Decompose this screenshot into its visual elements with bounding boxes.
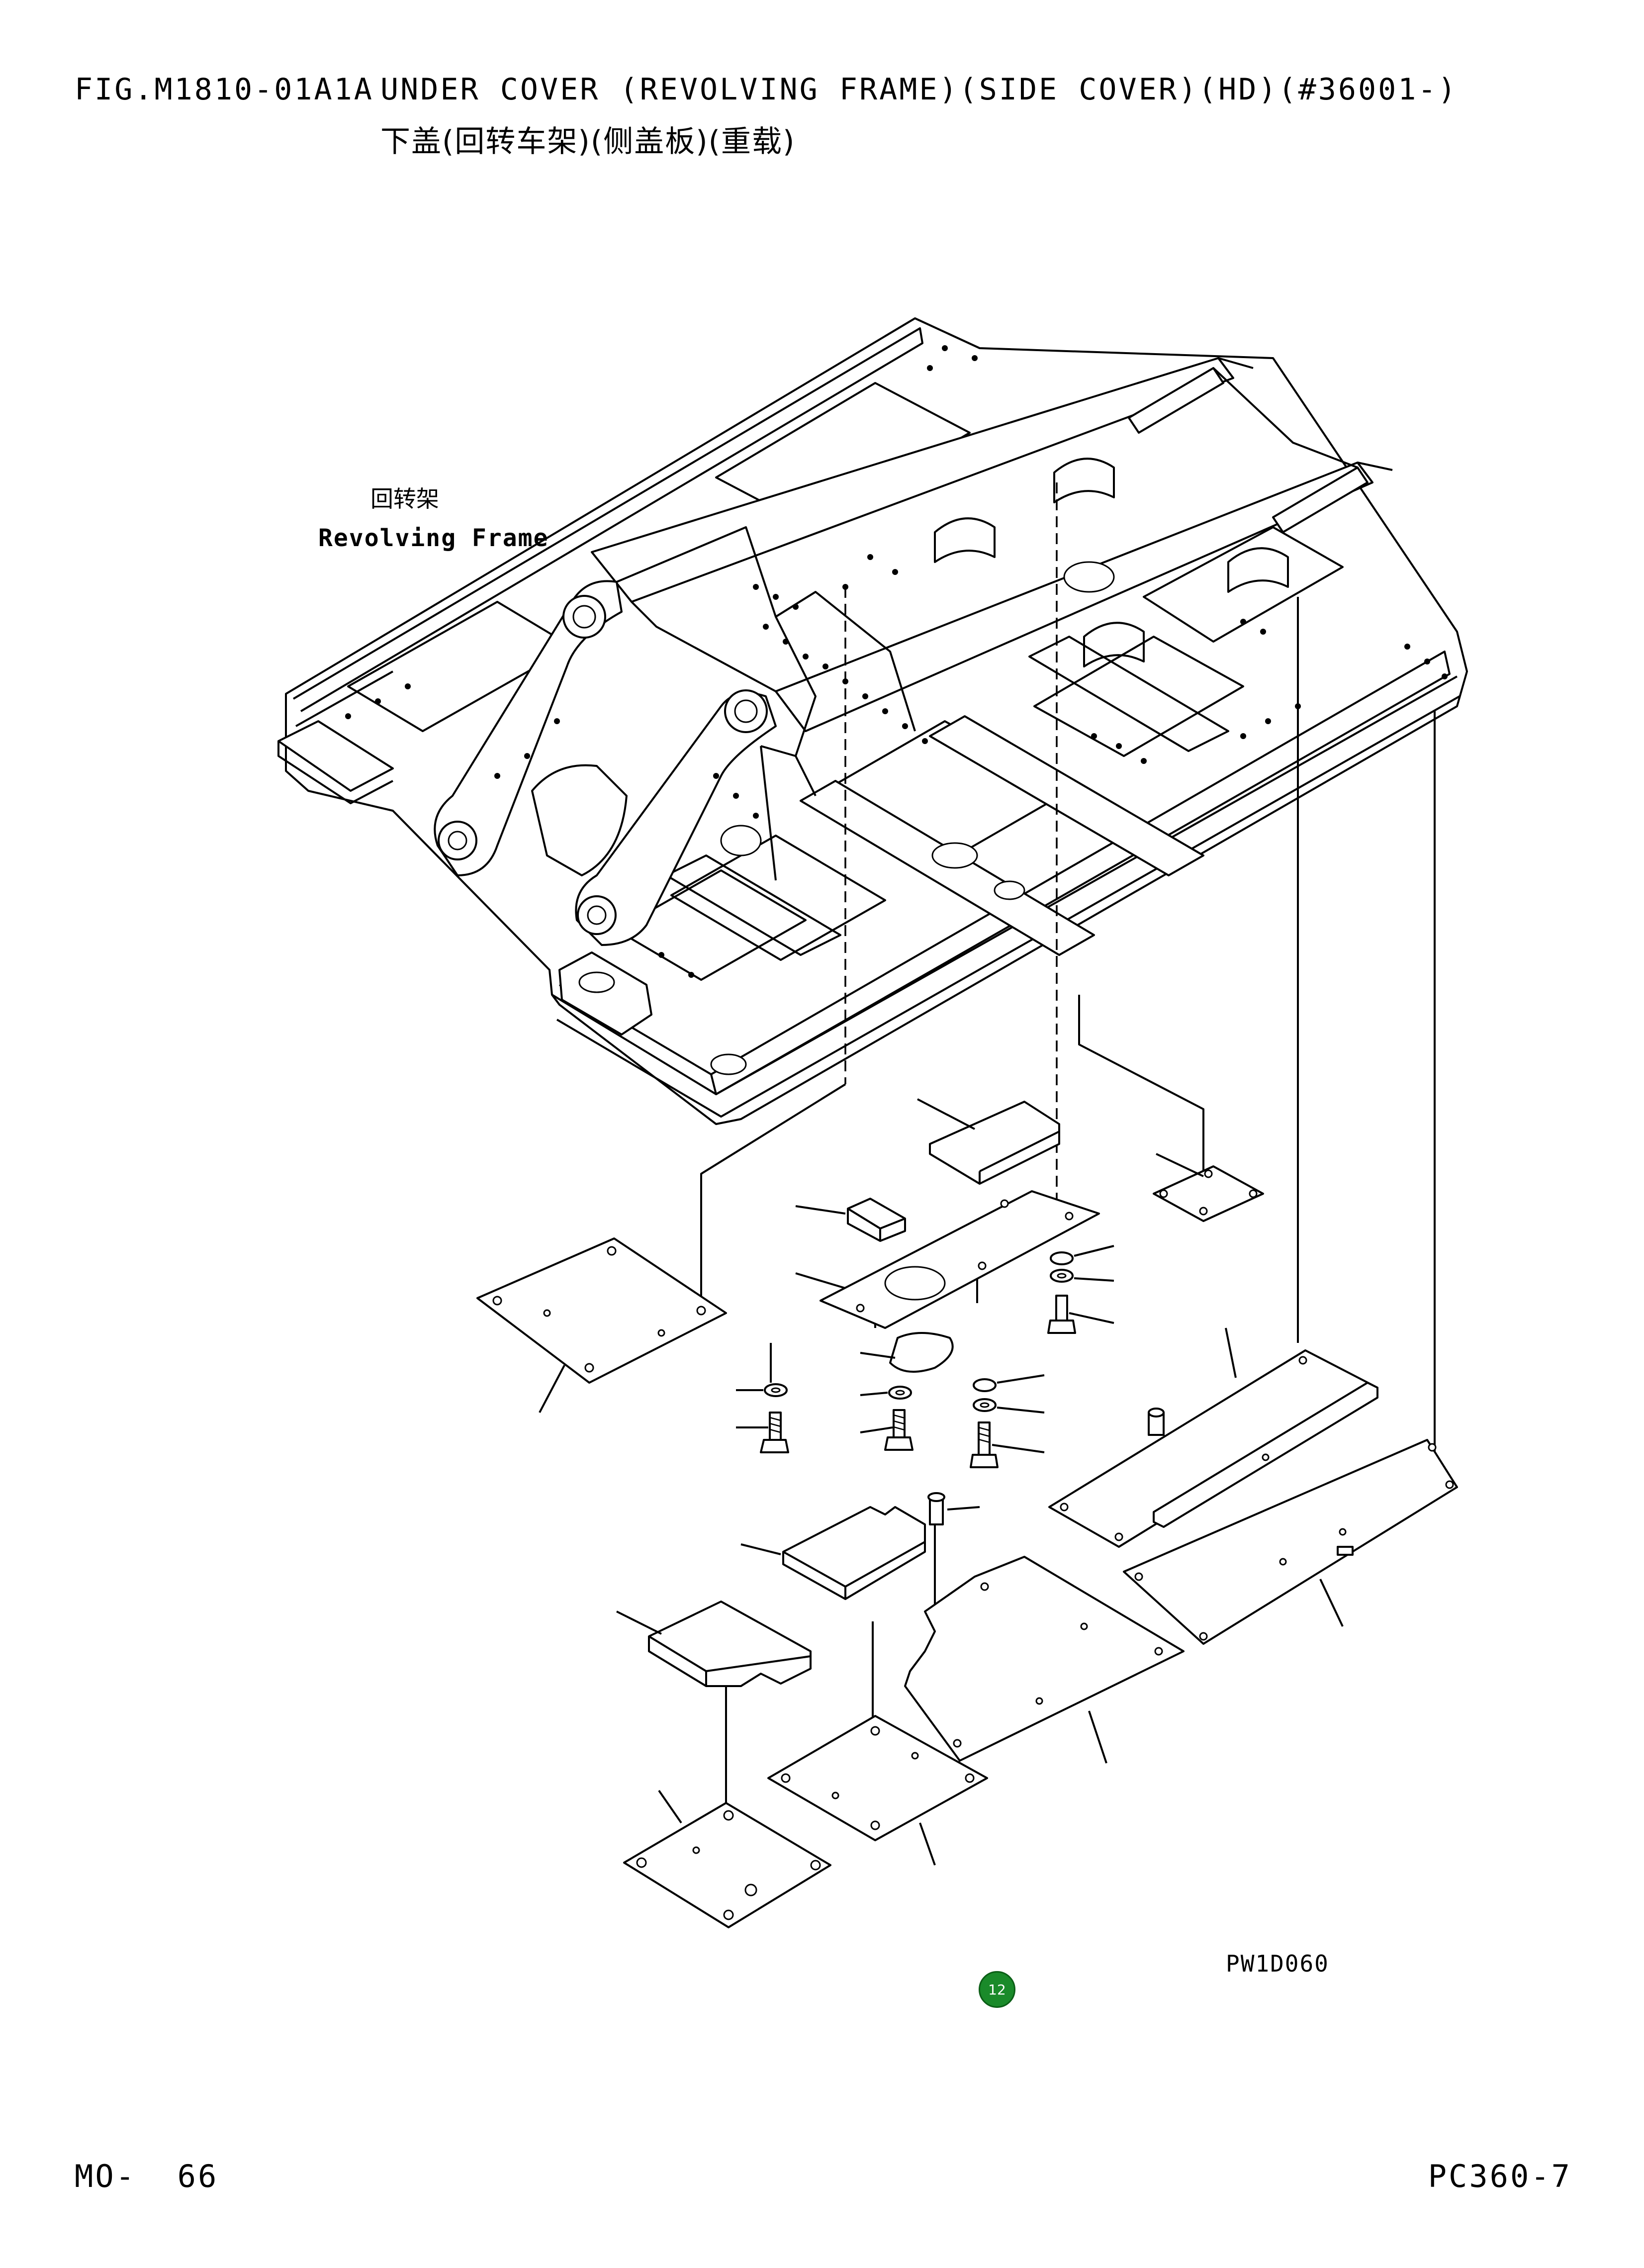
figure-title-chinese: 下盖(回转车架)(侧盖板)(重载) (380, 124, 796, 159)
under-cover-left (476, 1237, 727, 1413)
page-number-badge[interactable]: 12 (979, 1971, 1015, 2008)
washer-stack-lower-right (970, 1374, 1045, 1468)
washer-center (860, 1386, 912, 1400)
spacer-block-left (616, 1601, 812, 1687)
assembly-center-lines (844, 482, 1058, 1204)
washer-stack-upper-right (1047, 1245, 1114, 1334)
drawing-code: PW1D060 (1226, 1950, 1329, 1977)
spacer-block-center (740, 1506, 926, 1600)
bolt-center (860, 1409, 913, 1451)
side-cover-plate-lower (1123, 1439, 1458, 1645)
revolving-frame-assembly (277, 317, 1468, 1125)
small-block (795, 1198, 906, 1242)
frame-label-chinese: 回转架 (370, 485, 439, 512)
footer-model: PC360-7 (1428, 2158, 1572, 2194)
gasket-ring (860, 1332, 954, 1373)
side-cover-plate-long (1048, 1327, 1378, 1548)
center-cover-plate (795, 1190, 1100, 1329)
frame-label-english: Revolving Frame (318, 524, 549, 552)
washer-left (736, 1383, 788, 1397)
stud-pin (927, 1492, 980, 1525)
bolt-left (736, 1412, 789, 1453)
cover-plate-lower-center (767, 1715, 988, 1866)
exploded-parts (476, 1098, 1458, 1928)
footer-page-ref: MO- 66 (75, 2158, 219, 2194)
spacer-block-upper (917, 1098, 1060, 1185)
cover-plate-upper-right (1153, 1153, 1264, 1222)
figure-id: FIG.M1810-01A1A (75, 72, 374, 107)
cover-plate-bottom-left (623, 1790, 831, 1928)
under-cover-large (904, 1556, 1185, 1764)
figure-title: UNDER COVER (REVOLVING FRAME)(SIDE COVER… (380, 72, 1458, 107)
